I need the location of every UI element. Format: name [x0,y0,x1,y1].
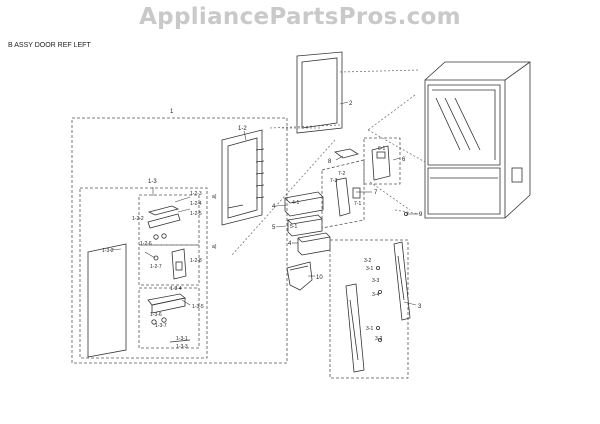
lower-hinge-plate [151,297,186,314]
callout-7: 7 [374,190,378,196]
callout-1-3-3: 1-3-3 [176,344,188,350]
lower-hinge-box [138,287,200,349]
callout-5-1: 5-1 [290,224,297,230]
callout-a-lower: a) [212,244,217,250]
part-3-door-trim [345,241,411,373]
callout-1-2-6: 1-2-6 [140,241,152,247]
callout-8: 8 [328,159,332,165]
callout-1-3-5: 1-3-5 [192,304,204,310]
callout-7-1: 7-1 [354,201,361,207]
group-6-box [363,137,401,185]
callout-3-2b: 3-2 [375,336,382,342]
callout-3-3: 3-3 [372,278,379,284]
callout-1-3-7: 1-3-7 [155,323,167,329]
callout-1-2-8: 1-2-8 [190,258,202,264]
door-handle-bracket [171,248,187,280]
part-2-door-gasket [296,51,343,134]
callout-7-2: 7-2 [338,171,345,177]
group-7-box [321,159,365,229]
callout-1-2-5: 1-2-5 [190,211,202,217]
callout-6-1: 6-1 [378,146,385,152]
part-6-dispenser-housing [371,145,391,181]
part-8-cover [334,148,359,159]
callout-1-3-6: 1-3-6 [150,312,162,318]
callout-1-3-1: 1-3-1 [176,336,188,342]
callout-7-3: 7-3 [330,178,337,184]
callout-3-2: 3-2 [364,258,371,264]
callout-1-3-2: 1-3-2 [102,248,114,254]
part-7-bracket [335,177,351,217]
callout-4: 4 [272,204,276,210]
callout-3-4: 3-4 [372,292,379,298]
section-title: B ASSY DOOR REF LEFT [8,42,91,49]
callout-1-2-2: 1-2-2 [132,216,144,222]
callout-1-2-3: 1-2-3 [190,191,202,197]
part-1-2-door-liner [221,129,265,226]
group-1-box [71,117,288,364]
callout-3: 3 [418,304,422,310]
watermark: AppliancePartsPros.com [139,4,461,30]
callout-6: 6 [402,157,406,163]
group-3-box [329,239,409,379]
part-1-3-2-door-panel [87,243,127,358]
callout-3-1: 3-1 [366,266,373,272]
callout-1-3-4: 1-3-4 [170,286,182,292]
callout-4b: 4 [288,241,292,247]
group-1-3-box [79,187,208,359]
callout-1-3: 1-3 [148,179,157,185]
callout-a-upper: a) [212,194,217,200]
callout-1-2: 1-2 [238,126,247,132]
callout-2: 2 [349,101,353,107]
callout-1: 1 [170,109,174,115]
callout-10: 10 [316,275,323,281]
refrigerator-cabinet [424,61,531,219]
callout-1-2-4: 1-2-4 [190,201,202,207]
leader-lines [109,101,418,306]
middle-hardware-box [138,244,200,286]
callout-4-1: 4-1 [292,200,299,206]
upper-hinge-bracket [147,213,181,229]
callout-9: 9 [419,212,423,218]
callout-3-1b: 3-1 [366,326,373,332]
callout-1-2-7: 1-2-7 [150,264,162,270]
door-bins [284,191,331,291]
callout-5: 5 [272,225,276,231]
upper-hinge-cover [147,205,180,216]
